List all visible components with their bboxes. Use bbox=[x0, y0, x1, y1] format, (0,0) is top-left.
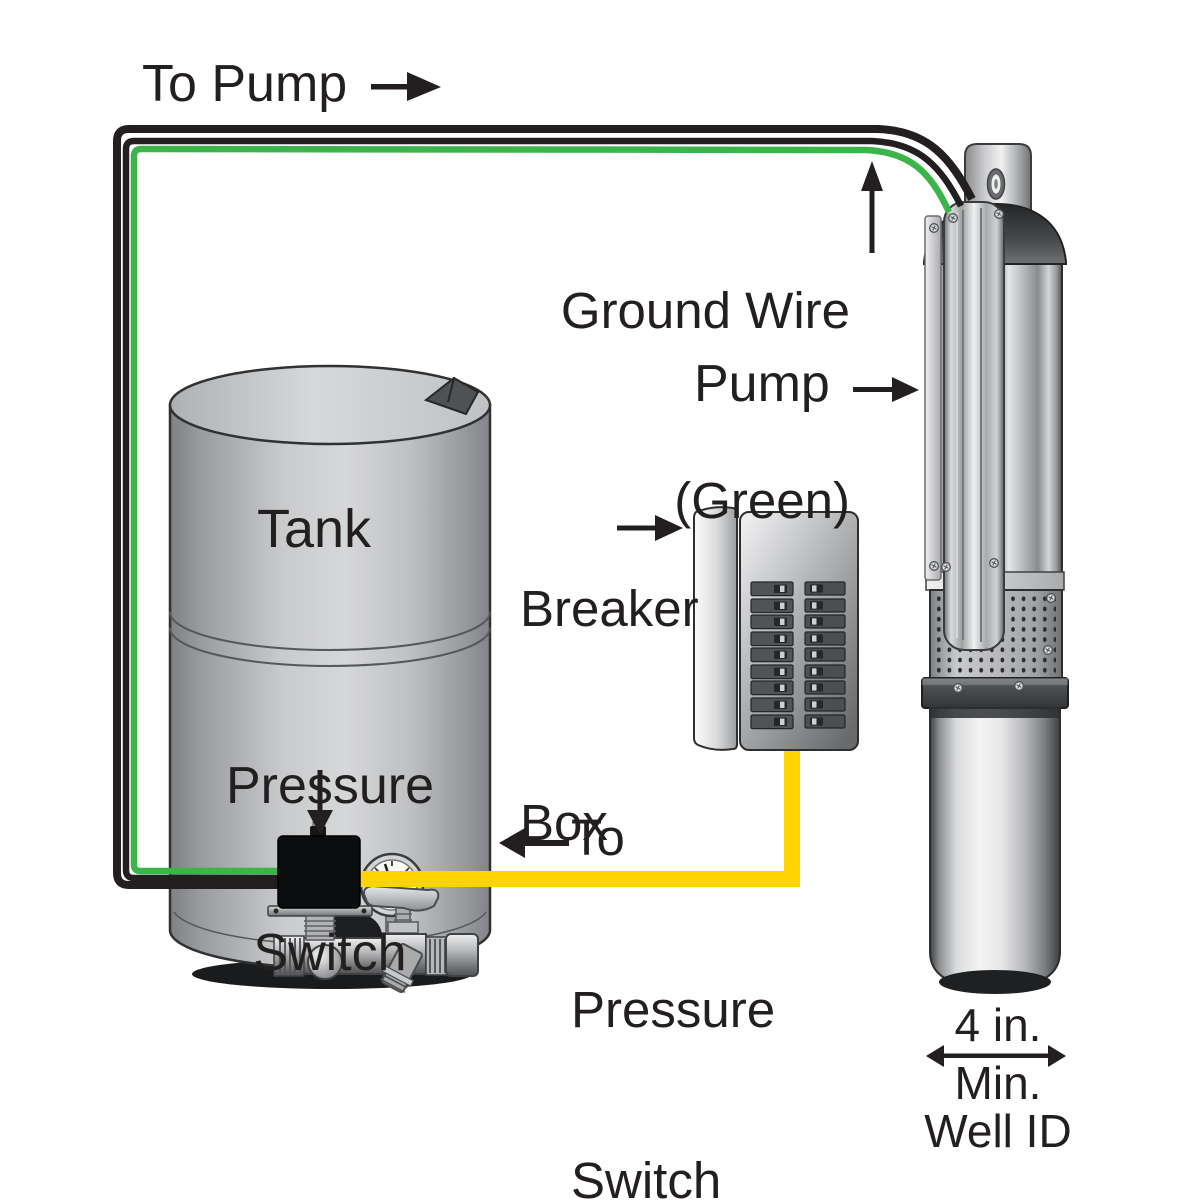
pump-bottom-cap bbox=[939, 970, 1051, 994]
pressure-switch-label-line2: Switch bbox=[253, 924, 407, 983]
ground-wire-arrow-icon bbox=[861, 161, 883, 253]
well-id-arrow-icon bbox=[926, 1045, 1066, 1067]
well-id-label: Well ID bbox=[924, 1105, 1072, 1157]
breaker-box-label-line1: Breaker bbox=[520, 579, 699, 637]
breaker-box-arrow-icon bbox=[617, 515, 683, 541]
ground-wire-label-line1: Ground Wire bbox=[560, 282, 850, 340]
pressure-switch-wire bbox=[360, 748, 800, 887]
pump-arrow-icon bbox=[853, 377, 919, 402]
to-pressure-switch-arrow-icon bbox=[499, 828, 569, 858]
well-min-label: Min. bbox=[954, 1057, 1042, 1109]
tank-top bbox=[168, 364, 492, 446]
to-pressure-switch-label: To Pressure Switch bbox=[571, 695, 775, 1200]
breaker-box-label-line2: Box bbox=[520, 793, 608, 851]
pressure-tank bbox=[168, 364, 492, 989]
pump-cable-guard bbox=[943, 201, 1005, 651]
pump-cable-rail bbox=[924, 215, 942, 581]
drain-valve bbox=[363, 884, 440, 994]
submersible-pump bbox=[921, 143, 1069, 994]
to-pressure-switch-label-line3: Switch bbox=[571, 1151, 722, 1200]
ground-wire-label: Ground Wire (Green) bbox=[520, 153, 850, 596]
power-wire-outer bbox=[113, 125, 976, 889]
pressure-switch-label: Pressure Switch bbox=[200, 648, 460, 1037]
to-pressure-switch-label-line1: To bbox=[571, 809, 625, 867]
to-pump-label: To Pump bbox=[142, 55, 348, 113]
drain-spout-icon bbox=[379, 942, 423, 994]
tank-label: Tank bbox=[256, 499, 372, 559]
to-pressure-switch-label-line2: Pressure bbox=[571, 980, 776, 1038]
tank-handle-icon bbox=[423, 376, 480, 416]
pump-label: Pump bbox=[694, 355, 830, 413]
to-pump-arrow-icon bbox=[371, 72, 441, 101]
well-dimension-label: 4 in. bbox=[954, 999, 1042, 1051]
pressure-switch bbox=[267, 821, 373, 941]
breaker-box-label: Breaker Box bbox=[520, 430, 699, 930]
valve-lever-icon bbox=[363, 884, 440, 912]
pressure-switch-arrow-icon bbox=[307, 770, 333, 835]
plumbing-manifold bbox=[273, 852, 479, 994]
pressure-switch-label-line1: Pressure bbox=[225, 757, 435, 816]
ground-wire-label-line2: (Green) bbox=[674, 472, 850, 530]
pump-motor bbox=[929, 707, 1061, 990]
ground-wire bbox=[130, 145, 952, 875]
pressure-switch-cover bbox=[277, 835, 361, 909]
power-wire-inner bbox=[122, 137, 964, 882]
pipe-tee-icon bbox=[307, 944, 343, 980]
breaker-box bbox=[693, 506, 859, 751]
breaker-box-door bbox=[693, 506, 738, 751]
tank-seam bbox=[169, 611, 491, 651]
